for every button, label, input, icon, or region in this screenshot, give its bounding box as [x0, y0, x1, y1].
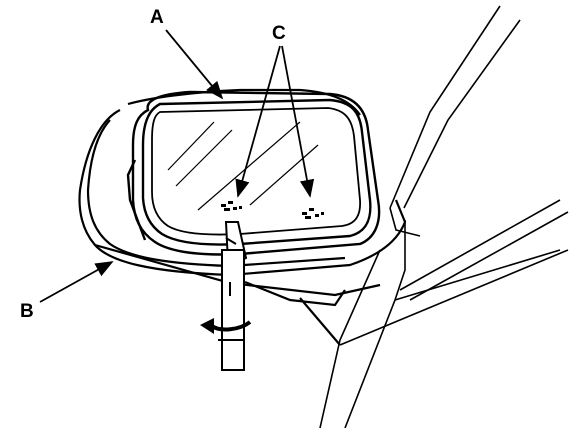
mirror-glass: [151, 107, 361, 236]
label-b: B: [20, 301, 34, 322]
rotate-arrow-icon: [200, 318, 252, 341]
callout-leaders: [39, 29, 315, 303]
label-a: A: [150, 7, 164, 28]
leader-c-right: [281, 45, 315, 198]
leader-b: [39, 261, 114, 303]
label-c: C: [272, 23, 286, 44]
mirror-housing: [78, 88, 407, 346]
leader-c-left: [235, 45, 281, 198]
clip-left: [221, 201, 242, 211]
mirror-holder: [126, 90, 381, 256]
leader-a: [165, 29, 224, 100]
car-door-frame: [319, 5, 569, 429]
clip-right: [302, 208, 324, 219]
